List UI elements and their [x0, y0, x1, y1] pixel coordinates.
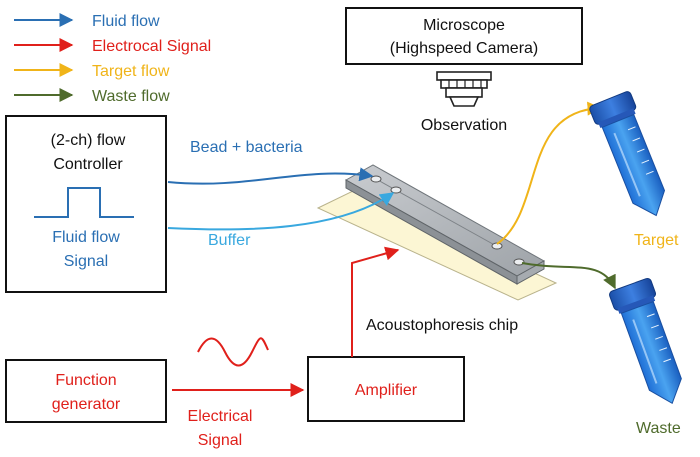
legend-item-target-flow: Target flow — [14, 63, 170, 80]
legend-item-waste-flow: Waste flow — [14, 88, 170, 105]
waste-tube-icon — [609, 277, 682, 404]
function-generator-box: Function generator — [5, 359, 167, 423]
legend-label-electrical-signal: Electrocal Signal — [92, 38, 211, 55]
target-label: Target — [634, 232, 679, 249]
sine-wave-icon — [197, 337, 269, 367]
waste-label: Waste — [636, 420, 681, 437]
amplifier-box: Amplifier — [307, 356, 465, 422]
legend-label-target-flow: Target flow — [92, 63, 170, 80]
legend-item-electrical-signal: Electrocal Signal — [14, 38, 211, 55]
waste-flow-arrow — [521, 262, 616, 290]
flow-controller-box: (2-ch) flow Controller Fluid flow Signal — [5, 115, 167, 293]
controller-subtitle: Controller — [53, 156, 123, 173]
bead-bacteria-flow-arrow — [167, 167, 374, 185]
controller-signal-label-2: Signal — [64, 253, 108, 270]
bead-bacteria-label: Bead + bacteria — [190, 139, 303, 156]
legend: Fluid flow Electrocal Signal Target flow… — [14, 13, 211, 105]
amplifier-to-chip-arrow — [351, 246, 400, 357]
legend-label-waste-flow: Waste flow — [92, 88, 170, 105]
chip-label: Acoustophoresis chip — [366, 317, 518, 334]
target-tube-icon — [589, 91, 666, 217]
microscope-box: Microscope (Highspeed Camera) — [345, 7, 583, 65]
controller-title: (2-ch) flow — [51, 132, 126, 149]
microscope-title: Microscope — [423, 17, 505, 34]
function-generator-label-1: Function — [55, 372, 116, 389]
microscope-subtitle: (Highspeed Camera) — [390, 40, 539, 57]
pulse-signal-icon — [34, 187, 134, 218]
electrical-signal-label-2: Signal — [198, 432, 242, 449]
controller-signal-label-1: Fluid flow — [52, 229, 120, 246]
target-flow-arrow — [496, 101, 602, 245]
amplifier-label: Amplifier — [355, 382, 418, 399]
objective-lens-icon — [436, 71, 492, 107]
legend-label-fluid-flow: Fluid flow — [92, 13, 160, 30]
legend-item-fluid-flow: Fluid flow — [14, 13, 160, 30]
observation-label: Observation — [421, 117, 507, 134]
function-generator-label-2: generator — [52, 396, 121, 413]
electrical-signal-label-1: Electrical — [188, 408, 253, 425]
buffer-label: Buffer — [208, 232, 251, 249]
buffer-flow-arrow — [167, 192, 395, 231]
acoustophoresis-chip — [316, 164, 558, 301]
